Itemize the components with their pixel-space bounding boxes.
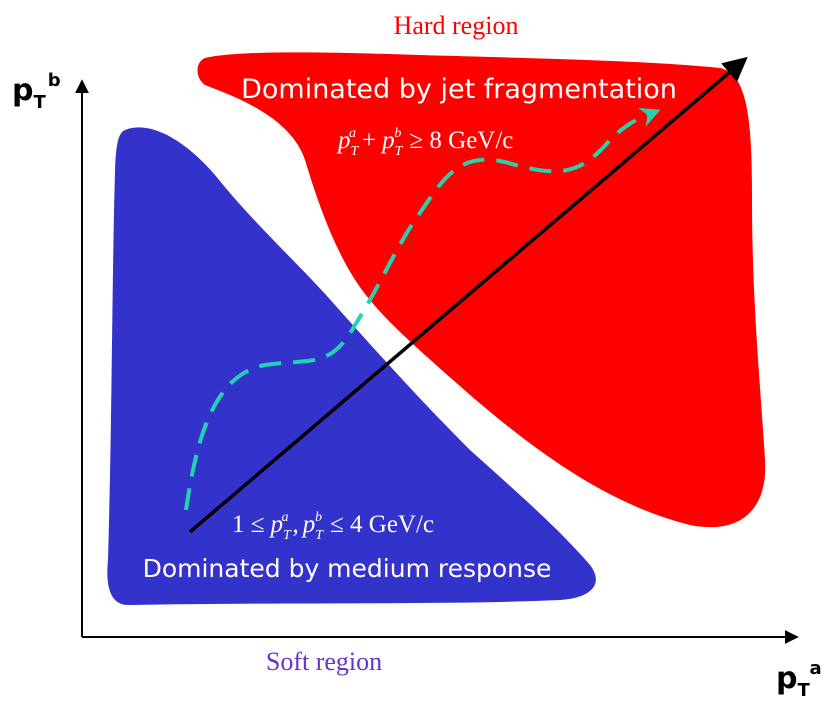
soft-cond-pa-sup: a [282, 510, 289, 525]
soft-region-condition: 1 ≤pTa,pTb≤ 4 GeV/c [232, 510, 434, 543]
soft-cond-comma: , [293, 511, 299, 538]
hard-region-description: Dominated by jet fragmentation [241, 74, 677, 105]
hard-cond-pb: p [380, 127, 395, 154]
y-axis-label-sup: b [48, 70, 61, 91]
evolution-path-arrow [184, 107, 661, 511]
x-axis-label-sub: T [797, 680, 810, 701]
hard-cond-pa-sup: a [349, 126, 356, 141]
hard-cond-value: ≥ 8 GeV/c [409, 127, 513, 154]
x-axis-label-sup: a [809, 658, 821, 679]
hard-cond-pa: p [336, 127, 351, 154]
soft-cond-pb-sub: T [315, 528, 324, 543]
soft-region-shape [107, 127, 596, 606]
soft-cond-prefix: 1 ≤ [232, 511, 264, 538]
soft-cond-pa: p [268, 511, 283, 538]
x-axis-label-main: p [776, 661, 797, 696]
diagonal-arrow [188, 56, 748, 534]
soft-cond-pb-sup: b [315, 510, 322, 525]
soft-region-title: Soft region [266, 647, 382, 676]
hard-region-shape [197, 52, 766, 528]
hard-cond-pb-sup: b [394, 126, 401, 141]
hard-region-condition: pTa+pTb≥ 8 GeV/c [336, 126, 513, 159]
soft-cond-pa-sub: T [283, 528, 292, 543]
soft-region-description: Dominated by medium response [143, 554, 552, 583]
soft-cond-suffix: ≤ 4 GeV/c [330, 511, 434, 538]
hard-cond-plus: + [362, 127, 376, 154]
hard-cond-pa-sub: T [351, 144, 360, 159]
y-axis-label-sub: T [33, 92, 46, 113]
y-axis-label: pTb [12, 70, 61, 113]
y-axis-label-main: p [12, 73, 33, 108]
soft-cond-pb: p [301, 511, 316, 538]
x-axis-label: pTa [776, 658, 822, 701]
hard-region-title: Hard region [394, 11, 519, 40]
hard-cond-pb-sub: T [395, 144, 404, 159]
